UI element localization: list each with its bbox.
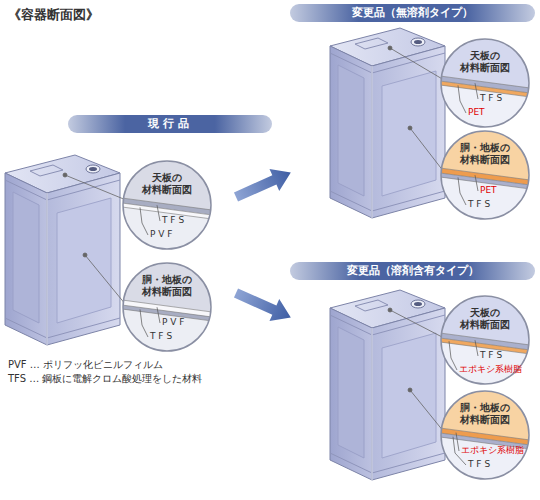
- leader-line: [458, 177, 466, 205]
- layer-label: エポキシ系樹脂: [459, 364, 522, 375]
- leader-line: [475, 340, 478, 356]
- can-solventless: [330, 28, 445, 218]
- band-text: 変更品（溶剤含有タイプ）: [347, 264, 479, 277]
- leader-line: [157, 307, 160, 323]
- layer-label: エポキシ系樹脂: [461, 445, 524, 456]
- layer-label: T F S: [468, 199, 490, 210]
- layer-label: T F S: [150, 331, 172, 342]
- cross-section-callout: 天板の 材料断面図: [440, 38, 530, 128]
- band-text: 現行品: [148, 117, 193, 130]
- band-text: 変更品（無溶剤タイプ）: [352, 6, 473, 19]
- callout-heading: 天板の 材料断面図: [453, 50, 517, 74]
- layer-label: T F S: [162, 215, 184, 226]
- callout-heading: 胴・地板の 材料断面図: [453, 402, 517, 426]
- layer-label: T F S: [480, 350, 502, 361]
- title: 《容器断面図》: [8, 6, 99, 24]
- leader-line: [157, 205, 160, 221]
- title-band: 現行品: [68, 115, 272, 133]
- callout-heading: 胴・地板の 材料断面図: [453, 142, 517, 166]
- can-solvent: [330, 290, 445, 480]
- title-band: 変更品（無溶剤タイプ）: [290, 4, 535, 22]
- layer-label: P V F: [162, 317, 184, 328]
- leader-line: [456, 433, 459, 451]
- leader-line: [140, 207, 148, 235]
- leader-line: [458, 85, 466, 113]
- callout-heading: 天板の 材料断面図: [453, 307, 517, 331]
- leader-line: [475, 175, 478, 191]
- leader-line: [449, 341, 457, 370]
- title-band: 変更品（溶剤含有タイプ）: [290, 262, 535, 280]
- layer-label: T F S: [480, 93, 502, 104]
- layer-label: T F S: [468, 459, 490, 470]
- leader-line: [475, 83, 478, 99]
- note: TFS … 鋼板に電解クロム酸処理をした材料: [8, 372, 202, 385]
- layer-label: PET: [480, 185, 497, 196]
- leader-line: [140, 309, 148, 337]
- arrow: [231, 282, 296, 328]
- callout-heading: 天板の 材料断面図: [135, 172, 199, 196]
- arrow: [231, 162, 296, 208]
- note: PVF … ポリフッ化ビニルフィルム: [8, 358, 163, 371]
- layer-label: P V F: [150, 229, 172, 240]
- callout-heading: 胴・地板の 材料断面図: [135, 274, 199, 298]
- layer-label: PET: [468, 107, 485, 118]
- can-current: [5, 155, 120, 345]
